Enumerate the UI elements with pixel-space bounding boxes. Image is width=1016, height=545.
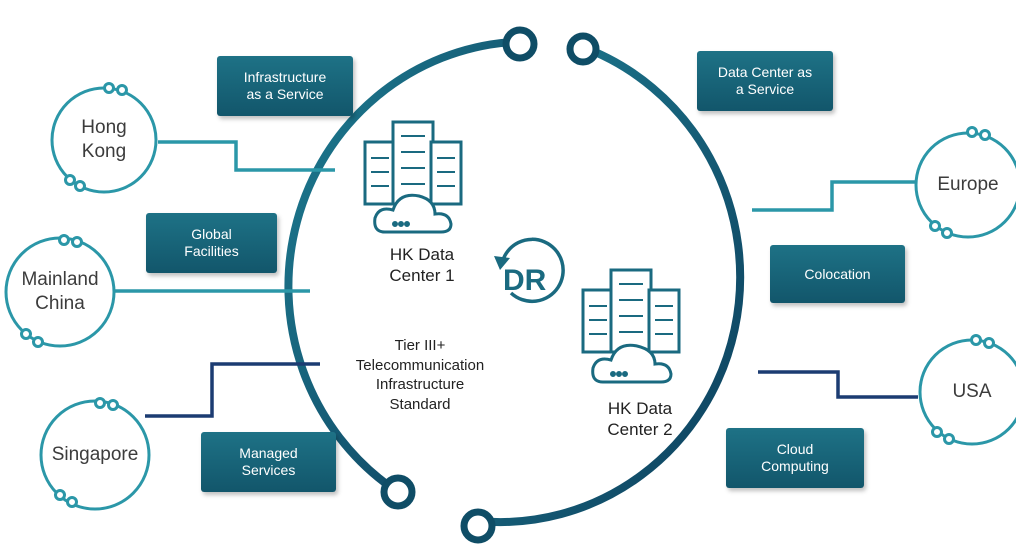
line-europe: [752, 180, 918, 212]
ring-node-top-right: [566, 32, 600, 66]
line-usa: [758, 370, 918, 399]
hongkong-circle-icon: [50, 82, 158, 194]
server-cloud-icon: [581, 268, 681, 384]
ring-node-bottom-right: [460, 508, 496, 544]
europe-circle-icon: [914, 126, 1016, 239]
location-hongkong: Hong Kong: [81, 117, 127, 162]
line-singapore: [145, 362, 320, 418]
service-iaas: Infrastructure as a Service: [217, 56, 353, 116]
main-ring: [284, 26, 745, 544]
connector-lines: [115, 140, 918, 418]
location-mainland: Mainland China: [21, 269, 99, 314]
service-global-facilities: Global Facilities: [146, 213, 277, 273]
singapore-circle-icon: [39, 397, 151, 511]
server-cloud-icon: [363, 120, 463, 234]
mainland-circle-icon: [4, 234, 116, 348]
dr-label: DR: [503, 264, 547, 297]
usa-circle-icon: [918, 334, 1016, 446]
line-hongkong: [158, 140, 335, 172]
location-usa: USA: [952, 381, 992, 403]
refresh-icon: [494, 237, 565, 304]
service-cloud-computing: Cloud Computing: [726, 428, 864, 488]
data-center-2-label: HK Data Center 2: [607, 399, 673, 440]
standard-label: Tier III+ Telecommunication Infrastructu…: [355, 337, 485, 413]
ring-node-bottom-left: [380, 474, 416, 510]
location-singapore: Singapore: [51, 444, 139, 466]
ring-node-top-left: [502, 26, 538, 62]
location-circles: [4, 82, 1016, 511]
service-colocation: Colocation: [770, 245, 905, 303]
data-center-1-label: HK Data Center 1: [389, 245, 455, 286]
service-dcaas: Data Center as a Service: [697, 51, 833, 111]
location-europe: Europe: [937, 174, 999, 196]
service-managed: Managed Services: [201, 432, 336, 492]
